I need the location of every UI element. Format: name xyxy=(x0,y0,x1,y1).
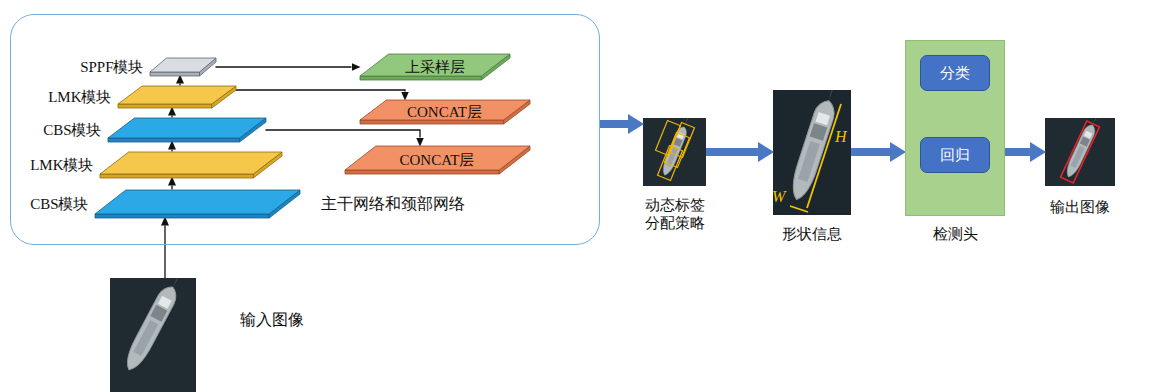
ship-figure xyxy=(121,278,196,374)
branch-label: 分类 xyxy=(940,64,970,82)
layer-face xyxy=(345,146,530,170)
cbs-layer: CBS模块 xyxy=(108,118,266,142)
connector-arrow xyxy=(236,90,406,92)
module-label: LMK模块 xyxy=(48,88,111,106)
layer-outline xyxy=(100,152,282,178)
image-caption: 形状信息 xyxy=(770,225,854,243)
layer-edge xyxy=(118,104,212,108)
width-line xyxy=(790,206,808,212)
concat-layer: CONCAT层 xyxy=(360,100,530,124)
detection-head: 检测头分类回归 xyxy=(905,40,1005,216)
layer-face xyxy=(150,58,216,72)
layer-face xyxy=(100,152,282,174)
dimension-letter: H xyxy=(835,128,847,146)
branch-label: 回归 xyxy=(940,146,970,164)
layer-edge xyxy=(95,214,269,218)
block-caption: 检测头 xyxy=(913,225,997,243)
anchor-box xyxy=(670,123,695,158)
connector-arrow xyxy=(266,130,421,138)
layer-face xyxy=(108,118,266,138)
connector-arrow xyxy=(171,186,172,190)
panel-title: 主干网络和颈部网络 xyxy=(321,194,465,213)
module-label: CBS模块 xyxy=(30,195,88,213)
ship-figure xyxy=(660,118,706,177)
cbs-layer: CBS模块 xyxy=(95,190,300,218)
layer-face xyxy=(95,190,300,214)
upsample-layer: 上采样层 xyxy=(360,54,510,80)
layer-face xyxy=(118,86,236,104)
network-panel: 主干网络和颈部网络SPPF模块LMK模块CBS模块LMK模块CBS模块上采样层C… xyxy=(10,14,600,245)
module-label: CBS模块 xyxy=(43,121,101,139)
height-line xyxy=(807,104,841,208)
sppf-layer: SPPF模块 xyxy=(150,58,216,76)
layer-outline xyxy=(118,86,236,108)
input-image: 输入图像 xyxy=(110,278,196,392)
flow-arrow xyxy=(600,120,628,128)
module-label: SPPF模块 xyxy=(80,58,143,76)
layer-outline xyxy=(95,190,300,218)
layer-edge xyxy=(345,170,499,174)
ship-figure xyxy=(787,90,851,203)
layer-label: CONCAT层 xyxy=(407,103,482,121)
layer-outline xyxy=(108,118,266,142)
layer-edge xyxy=(108,138,240,142)
module-label: LMK模块 xyxy=(30,156,93,174)
layer-face xyxy=(360,54,510,76)
connector-arrow xyxy=(216,66,352,67)
dimension-letter: W xyxy=(772,188,785,206)
layer-edge xyxy=(100,174,253,178)
flow-arrow xyxy=(851,148,890,156)
layer-face xyxy=(360,100,530,120)
detection-box xyxy=(1061,121,1100,183)
head-branch: 回归 xyxy=(920,137,990,173)
image-caption: 输入图像 xyxy=(240,310,304,329)
output-image: 输出图像 xyxy=(1045,118,1115,186)
flow-arrow xyxy=(1005,148,1030,156)
layer-label: CONCAT层 xyxy=(399,151,474,169)
connector-arrow xyxy=(164,226,165,279)
label-image: 动态标签 分配策略 xyxy=(643,118,706,186)
layer-label: 上采样层 xyxy=(405,58,465,76)
concat-layer: CONCAT层 xyxy=(345,146,530,174)
layer-outline xyxy=(150,58,216,76)
lmk-layer: LMK模块 xyxy=(100,152,282,178)
layer-edge xyxy=(150,72,200,76)
layer-edge xyxy=(360,76,481,80)
lmk-layer: LMK模块 xyxy=(118,86,236,108)
head-branch: 分类 xyxy=(920,55,990,91)
image-caption: 输出图像 xyxy=(1038,198,1122,216)
flow-arrow xyxy=(706,148,758,156)
image-caption: 动态标签 分配策略 xyxy=(641,196,709,232)
layer-edge xyxy=(360,120,504,124)
